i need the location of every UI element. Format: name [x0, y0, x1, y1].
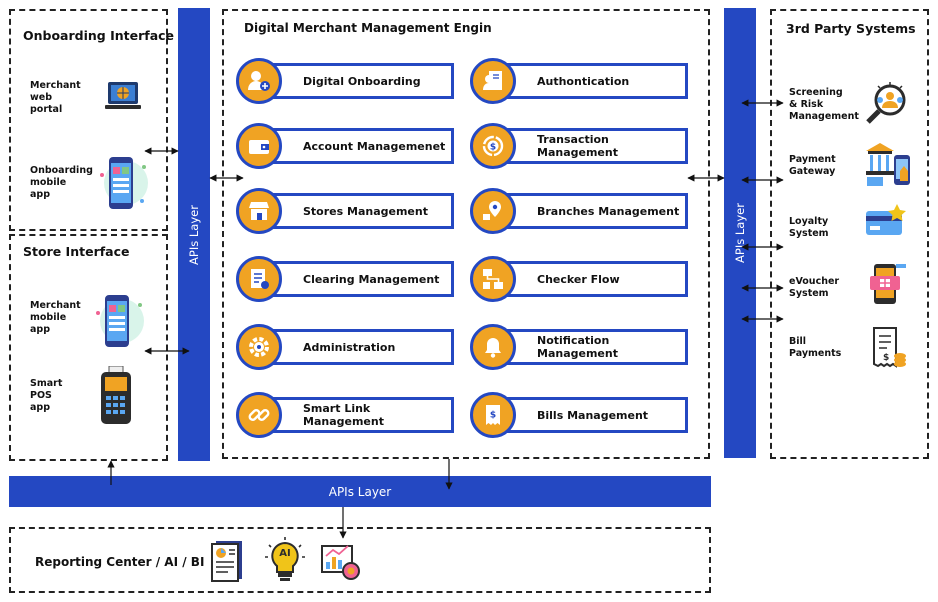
loyalty-card-icon	[866, 204, 906, 235]
ai-badge-text: AI	[279, 548, 291, 559]
clearing-document-icon	[251, 269, 269, 289]
payment-gateway-icon	[866, 143, 910, 186]
apis-layer-right: APIs Layer	[724, 8, 756, 458]
module-transaction-management[interactable]: $ Transaction Management	[470, 123, 688, 169]
store-interface-title: Store Interface	[23, 244, 130, 259]
merchant-engine-title: Digital Merchant Management Engin	[244, 21, 492, 35]
module-checker-flow[interactable]: Checker Flow	[470, 256, 688, 302]
merchant-engine-panel	[222, 9, 710, 459]
report-document-icon	[211, 541, 242, 582]
laptop-globe-icon	[105, 82, 141, 109]
reporting-center-panel	[9, 527, 711, 593]
module-clearing-management[interactable]: Clearing Management	[236, 256, 454, 302]
bill-receipt-icon: $	[486, 405, 500, 425]
mobile-app-icon	[96, 295, 144, 347]
flowchart-icon	[483, 269, 503, 289]
pos-terminal-icon	[101, 366, 131, 424]
module-stores-management[interactable]: Stores Management	[236, 188, 454, 234]
module-bills-management[interactable]: $ Bills Management	[470, 392, 688, 438]
module-account-management[interactable]: Account Managemenet	[236, 123, 454, 169]
dollar-cycle-icon: $	[482, 135, 504, 157]
analytics-chart-icon	[321, 545, 360, 580]
module-notification-management[interactable]: Notification Management	[470, 324, 688, 370]
apis-layer-left: APIs Layer	[178, 8, 210, 461]
user-add-icon	[248, 71, 270, 91]
onboarding-interface-title: Onboarding Interface	[23, 28, 175, 43]
bell-icon	[485, 338, 501, 358]
svg-text:$: $	[883, 353, 889, 363]
apis-layer-bottom: APIs Layer	[9, 476, 711, 507]
module-administration[interactable]: Administration	[236, 324, 454, 370]
bill-payments-icon: $	[873, 327, 906, 368]
module-authentication[interactable]: Authontication	[470, 58, 688, 104]
third-party-panel	[770, 9, 929, 459]
id-badge-icon	[483, 71, 502, 90]
mobile-app-icon	[100, 157, 148, 209]
evoucher-phone-icon	[870, 264, 906, 304]
module-branches-management[interactable]: Branches Management	[470, 188, 688, 234]
reporting-center-title: Reporting Center / AI / BI	[35, 555, 205, 569]
gear-icon	[249, 337, 269, 357]
wallet-icon	[249, 140, 269, 154]
third-party-title: 3rd Party Systems	[786, 21, 916, 36]
module-digital-onboarding[interactable]: Digital Onboarding	[236, 58, 454, 104]
branches-pin-icon	[483, 201, 501, 220]
svg-text:$: $	[490, 411, 496, 421]
store-icon	[249, 202, 269, 220]
onboarding-interface-panel	[9, 9, 168, 231]
module-smart-link-management[interactable]: Smart Link Management	[236, 392, 454, 438]
link-icon	[248, 409, 270, 421]
ai-lightbulb-icon	[265, 537, 305, 581]
svg-text:$: $	[490, 143, 496, 153]
screening-search-icon	[866, 82, 906, 124]
